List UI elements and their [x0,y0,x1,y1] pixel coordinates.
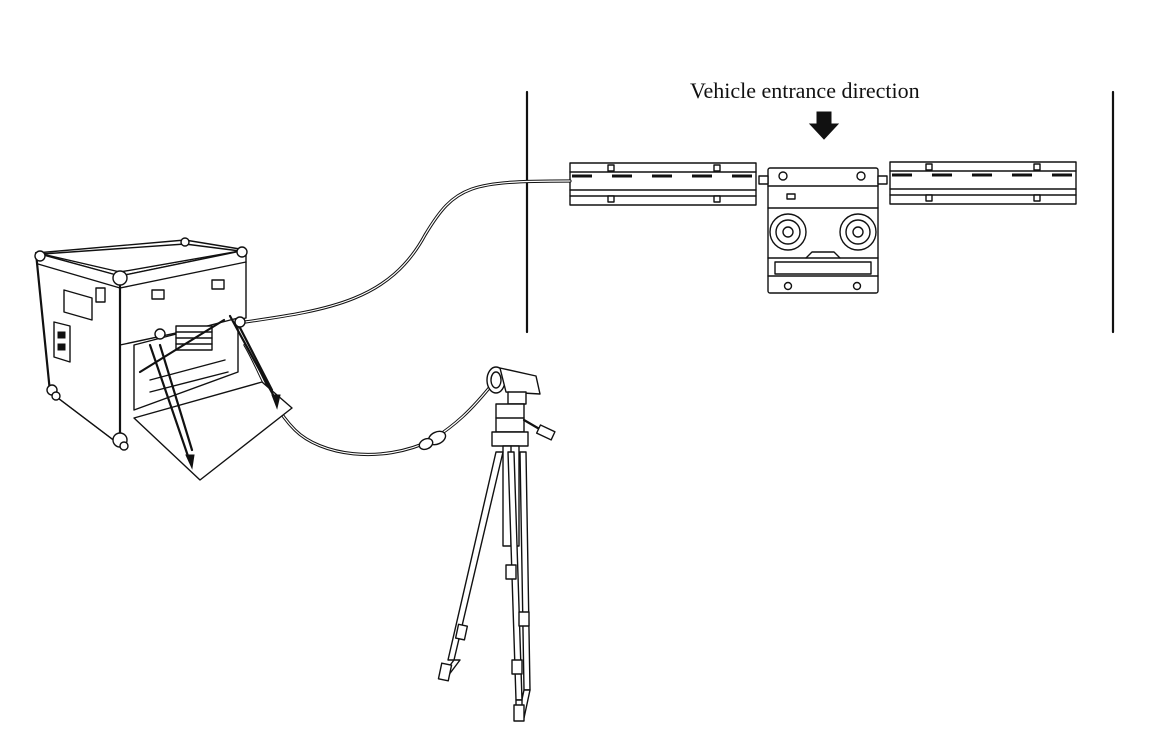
down-arrow-icon [808,111,840,140]
equipment-case [34,237,293,481]
camera-tripod [437,366,556,722]
scanner-unit [758,167,888,294]
right-ramp [889,161,1077,205]
left-ramp [569,162,757,206]
cable-ramp-to-case [243,179,572,324]
camera-icon [486,366,541,405]
direction-label: Vehicle entrance direction [690,78,920,103]
